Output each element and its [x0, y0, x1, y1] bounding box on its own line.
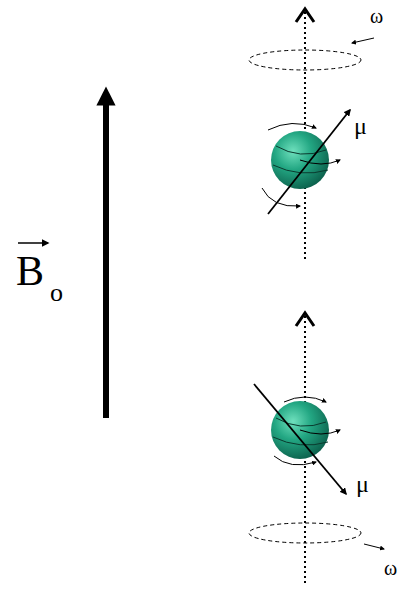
field-subscript: o — [50, 280, 63, 306]
spin-up — [249, 9, 374, 262]
precession-frequency: ω — [384, 558, 397, 578]
spin-down — [249, 313, 384, 585]
magnetic-moment: μ — [356, 472, 369, 496]
magnetic-moment: μ — [354, 114, 367, 138]
field-arrow — [106, 96, 107, 418]
precession-frequency: ω — [370, 6, 383, 26]
field-symbol: B — [16, 250, 44, 292]
vector-arrow — [18, 243, 48, 244]
